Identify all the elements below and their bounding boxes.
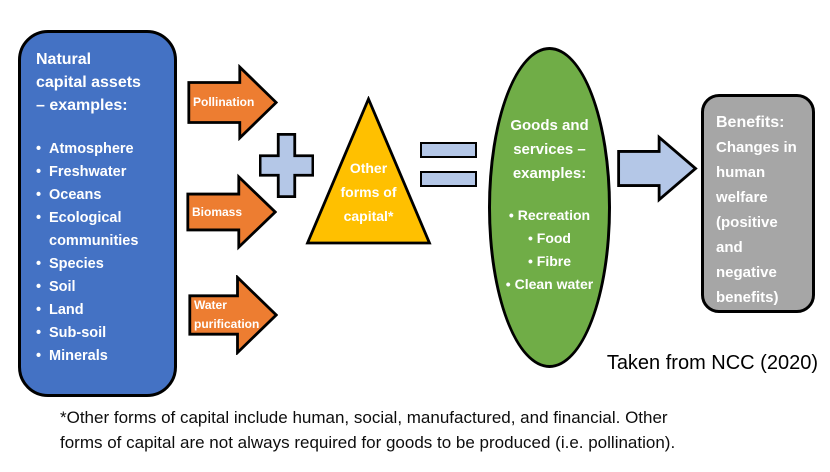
list-item: • Atmosphere xyxy=(36,138,166,161)
list-item: • Fibre xyxy=(502,250,597,273)
pollination-arrow: Pollination xyxy=(187,64,278,141)
goods-services-title: Goods and services – examples: xyxy=(510,117,589,182)
natural-capital-title-line: Natural xyxy=(36,51,92,68)
source-attribution: Taken from NCC (2020) xyxy=(606,352,818,374)
list-item: • Soil xyxy=(36,276,166,299)
triangle-icon xyxy=(305,96,432,246)
footnote-line: *Other forms of capital include human, s… xyxy=(60,408,668,427)
list-item-label: Species xyxy=(49,256,104,272)
list-item-label: Clean water xyxy=(514,276,594,292)
right-arrow-icon xyxy=(186,173,277,251)
bullet-icon: • xyxy=(36,256,42,272)
list-item: • Food xyxy=(502,227,597,250)
natural-capital-title-line: capital assets xyxy=(36,74,141,91)
plus-icon xyxy=(259,133,314,198)
list-item-label: Soil xyxy=(49,279,76,295)
footnote-line: forms of capital are not always required… xyxy=(60,432,676,452)
equals-icon xyxy=(420,142,477,158)
benefits-title: Benefits: xyxy=(716,114,785,131)
bullet-icon: • xyxy=(505,276,511,292)
list-item: • Species xyxy=(36,253,166,276)
list-item: • Freshwater xyxy=(36,161,166,184)
bullet-icon: • xyxy=(36,302,42,318)
bullet-icon: • xyxy=(527,230,533,246)
list-item-label: Ecological communities xyxy=(49,210,139,249)
bullet-icon: • xyxy=(36,164,42,180)
list-item-label: Sub-soil xyxy=(49,325,107,341)
list-item: • Ecological communities xyxy=(36,207,166,253)
bullet-icon: • xyxy=(36,141,42,157)
right-arrow-icon xyxy=(187,64,278,141)
list-item: • Oceans xyxy=(36,184,166,207)
natural-capital-box: Natural capital assets – examples: • Atmo… xyxy=(18,30,177,397)
water-purification-arrow: Water purification xyxy=(188,275,278,355)
goods-services-ellipse: Goods and services – examples: • Recreat… xyxy=(488,47,611,368)
list-item: • Recreation xyxy=(502,204,597,227)
list-item-label: Minerals xyxy=(49,348,108,364)
list-item: • Minerals xyxy=(36,345,166,368)
other-capital-label: Other forms of capital* xyxy=(340,160,397,224)
list-item: • Land xyxy=(36,299,166,322)
natural-capital-title-line: – examples: xyxy=(36,97,128,114)
bullet-icon: • xyxy=(36,348,42,364)
list-item: • Clean water xyxy=(502,273,597,296)
list-item-label: Food xyxy=(536,230,571,246)
bullet-icon: • xyxy=(36,187,42,203)
list-item-label: Fibre xyxy=(536,253,572,269)
biomass-arrow-label: Biomass xyxy=(192,204,243,219)
list-item-label: Atmosphere xyxy=(49,141,134,157)
list-item-label: Oceans xyxy=(49,187,102,203)
benefits-box: Benefits: Changes in human welfare (posi… xyxy=(701,94,815,313)
right-arrow-icon xyxy=(617,133,698,204)
equals-icon xyxy=(420,171,477,187)
water-purification-arrow-label: Water purification xyxy=(194,298,260,331)
list-item-label: Freshwater xyxy=(49,164,127,180)
list-item-label: Recreation xyxy=(517,207,591,223)
bullet-icon: • xyxy=(36,279,42,295)
natural-capital-list: • Atmosphere • Freshwater • Oceans • Ecologi… xyxy=(36,138,166,368)
other-capital-triangle: Other forms of capital* xyxy=(305,96,432,246)
natural-capital-title: Natural capital assets – examples: xyxy=(36,48,166,117)
benefits-body: Changes in human welfare (positive and n… xyxy=(716,139,797,306)
footnote: *Other forms of capital include human, s… xyxy=(60,406,800,455)
bullet-icon: • xyxy=(36,210,42,226)
bullet-icon: • xyxy=(508,207,514,223)
pollination-arrow-label: Pollination xyxy=(193,95,255,110)
right-arrow-icon xyxy=(188,275,278,355)
list-item-label: Land xyxy=(49,302,84,318)
bullet-icon: • xyxy=(36,325,42,341)
goods-services-list: • Recreation • Food • Fibre • Clean wate… xyxy=(499,204,600,296)
list-item: • Sub-soil xyxy=(36,322,166,345)
biomass-arrow: Biomass xyxy=(186,173,277,251)
bullet-icon: • xyxy=(527,253,533,269)
